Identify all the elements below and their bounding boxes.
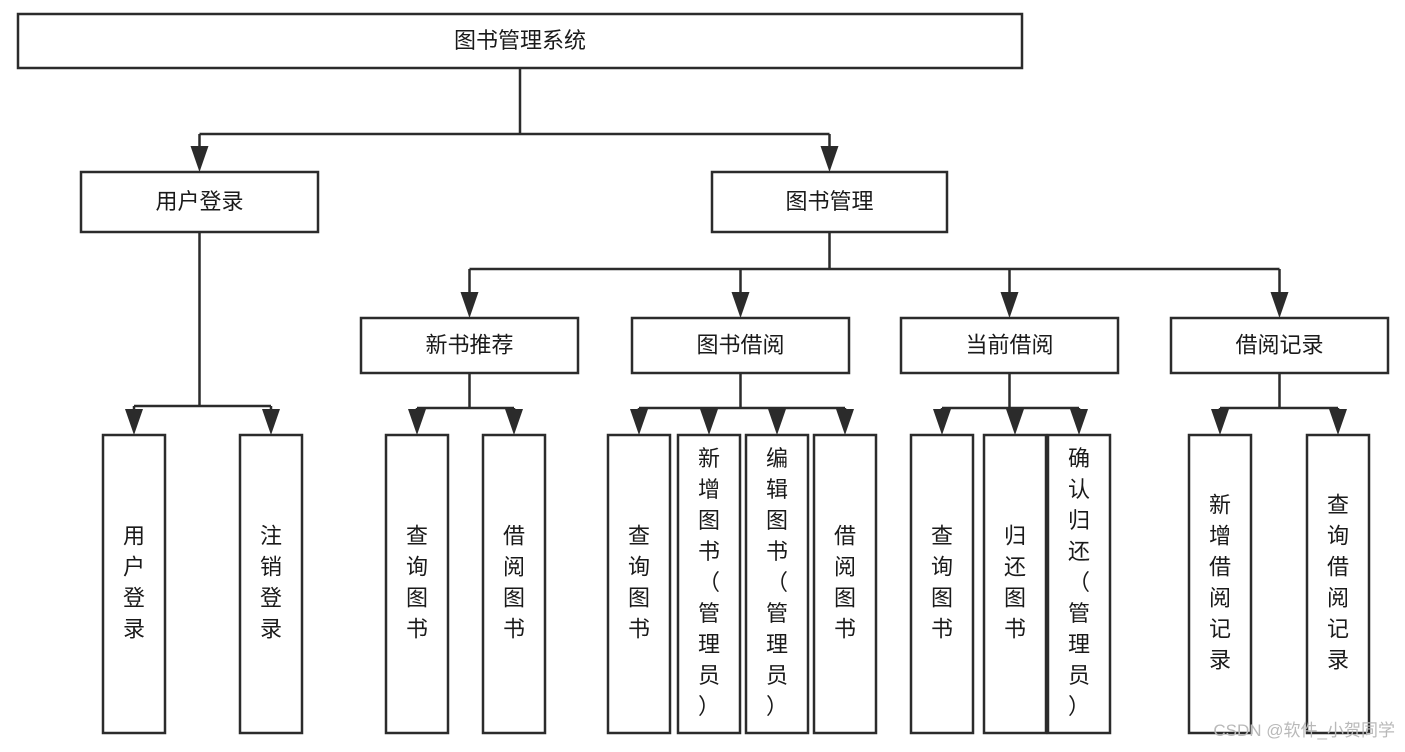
node-borrow-record[interactable]: 借阅记录: [1169, 316, 1390, 375]
node-leaf-logout[interactable]: 注销登录: [238, 433, 304, 735]
node-box-borrow-record: [1169, 316, 1390, 375]
node-box-leaf-add-borrow-record: [1187, 433, 1253, 735]
node-label-book-management: 图书管理: [785, 189, 873, 214]
node-label-leaf-add-borrow-record: 新增借阅记录: [1209, 492, 1231, 672]
node-leaf-edit-book-admin[interactable]: 编辑图书（管理员）: [744, 433, 810, 735]
node-label-leaf-add-book-admin: 新增图书（管理员）: [698, 446, 720, 719]
arrow-head-leaf-query-book-rec: [408, 409, 426, 435]
arrow-head-new-book-recommend: [460, 292, 479, 318]
arrow-head-user-login: [190, 146, 209, 172]
arrow-head-leaf-borrow-book-rec: [505, 409, 523, 435]
node-book-management[interactable]: 图书管理: [710, 170, 949, 234]
node-box-leaf-logout: [238, 433, 304, 735]
node-label-leaf-query-borrow-record: 查询借阅记录: [1327, 492, 1349, 672]
connectors-layer: [125, 68, 1347, 435]
node-leaf-query-book-borrow[interactable]: 查询图书: [606, 433, 672, 735]
arrow-head-borrow-record: [1270, 292, 1289, 318]
arrow-head-leaf-logout: [262, 409, 280, 435]
node-box-book-borrow: [630, 316, 851, 375]
node-box-leaf-borrow-book-rec: [481, 433, 547, 735]
nodes-layer: 图书管理系统用户登录图书管理新书推荐图书借阅当前借阅借阅记录用户登录注销登录查询…: [16, 12, 1390, 735]
node-label-user-login: 用户登录: [155, 189, 243, 214]
node-leaf-borrow-book[interactable]: 借阅图书: [812, 433, 878, 735]
node-box-book-management: [710, 170, 949, 234]
node-new-book-recommend[interactable]: 新书推荐: [359, 316, 580, 375]
arrow-head-leaf-confirm-return-admin: [1070, 409, 1088, 435]
node-label-leaf-query-book-current: 查询图书: [931, 523, 953, 641]
arrow-head-leaf-query-book-current: [933, 409, 951, 435]
node-box-leaf-query-book-borrow: [606, 433, 672, 735]
node-root[interactable]: 图书管理系统: [16, 12, 1024, 70]
node-label-leaf-borrow-book: 借阅图书: [834, 523, 856, 641]
node-leaf-add-borrow-record[interactable]: 新增借阅记录: [1187, 433, 1253, 735]
node-label-leaf-query-book-borrow: 查询图书: [628, 523, 650, 641]
node-label-leaf-logout: 注销登录: [260, 523, 282, 641]
arrow-head-book-borrow: [731, 292, 750, 318]
node-label-leaf-edit-book-admin: 编辑图书（管理员）: [766, 446, 788, 719]
arrow-head-leaf-return-book: [1006, 409, 1024, 435]
arrow-head-leaf-query-borrow-record: [1329, 409, 1347, 435]
csdn-watermark: CSDN @软件_小贺同学: [1213, 721, 1395, 740]
node-user-login[interactable]: 用户登录: [79, 170, 320, 234]
arrow-head-leaf-borrow-book: [836, 409, 854, 435]
arrow-head-leaf-query-book-borrow: [630, 409, 648, 435]
node-box-leaf-query-book-rec: [384, 433, 450, 735]
node-box-leaf-add-book-admin: [676, 433, 742, 735]
node-label-book-borrow: 图书借阅: [696, 332, 784, 357]
node-leaf-borrow-book-rec[interactable]: 借阅图书: [481, 433, 547, 735]
node-box-leaf-edit-book-admin: [744, 433, 810, 735]
node-label-current-borrow: 当前借阅: [965, 332, 1053, 357]
arrow-head-leaf-edit-book-admin: [768, 409, 786, 435]
node-label-borrow-record: 借阅记录: [1235, 332, 1323, 357]
node-leaf-add-book-admin[interactable]: 新增图书（管理员）: [676, 433, 742, 735]
node-leaf-user-login[interactable]: 用户登录: [101, 433, 167, 735]
node-box-new-book-recommend: [359, 316, 580, 375]
node-box-leaf-query-borrow-record: [1305, 433, 1371, 735]
arrow-head-book-management: [820, 146, 839, 172]
node-label-new-book-recommend: 新书推荐: [425, 332, 513, 357]
arrow-head-leaf-user-login: [125, 409, 143, 435]
arrow-head-leaf-add-borrow-record: [1211, 409, 1229, 435]
node-box-leaf-return-book: [982, 433, 1048, 735]
node-box-leaf-user-login: [101, 433, 167, 735]
node-leaf-return-book[interactable]: 归还图书: [982, 433, 1048, 735]
node-leaf-query-book-rec[interactable]: 查询图书: [384, 433, 450, 735]
node-box-leaf-confirm-return-admin: [1046, 433, 1112, 735]
node-box-leaf-query-book-current: [909, 433, 975, 735]
node-label-leaf-query-book-rec: 查询图书: [406, 523, 428, 641]
node-label-leaf-confirm-return-admin: 确认归还（管理员）: [1068, 446, 1090, 719]
node-box-user-login: [79, 170, 320, 234]
arrow-head-current-borrow: [1000, 292, 1019, 318]
node-box-root: [16, 12, 1024, 70]
node-leaf-query-borrow-record[interactable]: 查询借阅记录: [1305, 433, 1371, 735]
node-leaf-confirm-return-admin[interactable]: 确认归还（管理员）: [1046, 433, 1112, 735]
node-label-leaf-return-book: 归还图书: [1004, 523, 1026, 641]
node-box-current-borrow: [899, 316, 1120, 375]
node-label-root: 图书管理系统: [454, 28, 586, 53]
node-current-borrow[interactable]: 当前借阅: [899, 316, 1120, 375]
node-leaf-query-book-current[interactable]: 查询图书: [909, 433, 975, 735]
node-label-leaf-user-login: 用户登录: [123, 523, 145, 641]
node-book-borrow[interactable]: 图书借阅: [630, 316, 851, 375]
node-box-leaf-borrow-book: [812, 433, 878, 735]
arrow-head-leaf-add-book-admin: [700, 409, 718, 435]
node-label-leaf-borrow-book-rec: 借阅图书: [503, 523, 525, 641]
